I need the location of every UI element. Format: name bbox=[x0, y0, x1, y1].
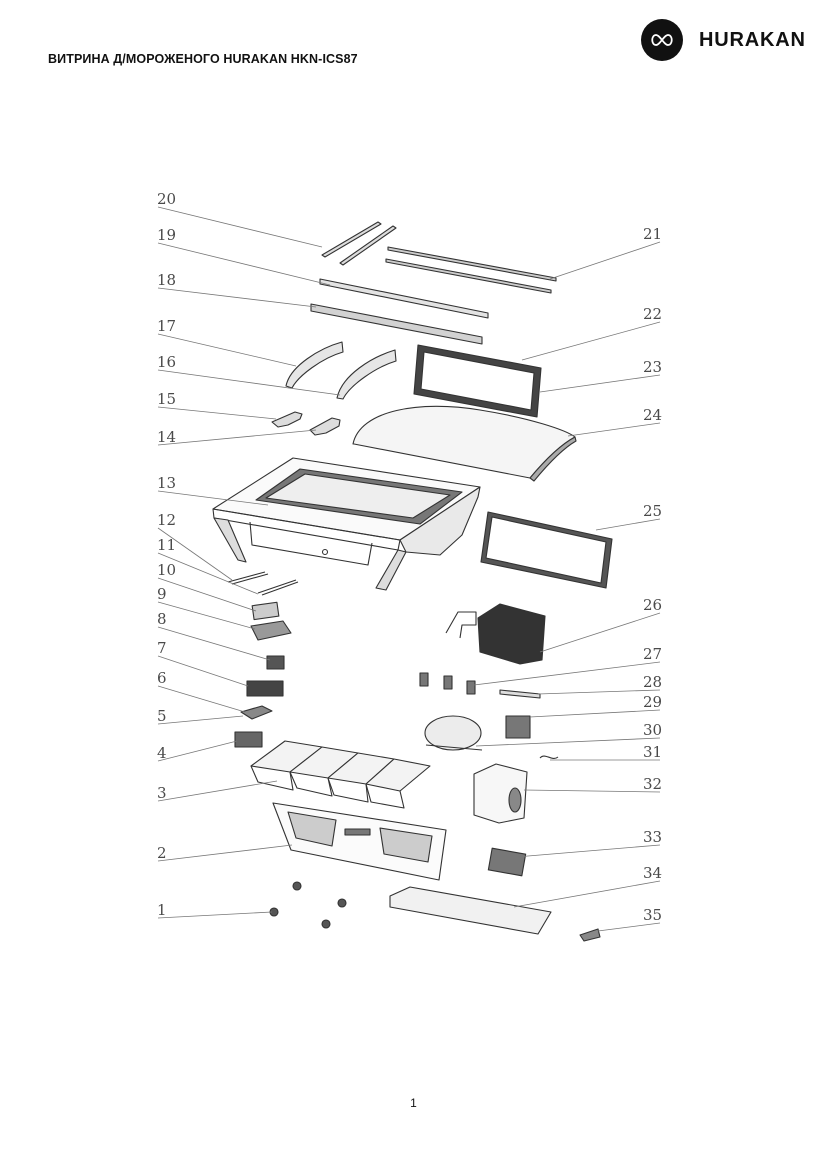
part-17-side-cap bbox=[285, 341, 344, 389]
callout-26: 26 bbox=[643, 596, 662, 614]
callout-2: 2 bbox=[157, 844, 167, 862]
part-16-side-cap bbox=[336, 349, 397, 400]
callout-33: 33 bbox=[643, 828, 662, 846]
part-31-wire bbox=[539, 755, 559, 759]
callout-25: 25 bbox=[643, 502, 662, 520]
callout-9: 9 bbox=[157, 585, 167, 603]
callout-5: 5 bbox=[157, 707, 167, 725]
brand-name: HURAKAN bbox=[699, 28, 806, 51]
part-32-enclosure bbox=[473, 763, 528, 824]
callout-15: 15 bbox=[157, 390, 176, 408]
callout-1: 1 bbox=[157, 901, 167, 919]
part-28-filter-drier bbox=[499, 689, 541, 699]
callout-30: 30 bbox=[643, 721, 662, 739]
callout-29: 29 bbox=[643, 693, 662, 711]
brand-logo: HURAKAN bbox=[641, 19, 806, 61]
part-25-back-panel bbox=[480, 511, 613, 589]
callout-23: 23 bbox=[643, 358, 662, 376]
part-26-condenser bbox=[445, 603, 546, 665]
hurakan-infinity-logo-icon bbox=[641, 19, 683, 61]
part-14-bracket bbox=[309, 417, 341, 436]
callout-35: 35 bbox=[643, 906, 662, 924]
part-34-bottom-plate bbox=[389, 886, 552, 935]
part-1-feet bbox=[269, 881, 347, 929]
callout-22: 22 bbox=[643, 305, 662, 323]
callout-labels: 20 19 18 17 16 15 14 13 12 11 10 9 8 7 6… bbox=[157, 190, 662, 924]
part-30-compressor bbox=[424, 715, 483, 751]
part-11-rod bbox=[257, 579, 299, 596]
callout-10: 10 bbox=[157, 561, 176, 579]
callout-18: 18 bbox=[157, 271, 176, 289]
callout-28: 28 bbox=[643, 673, 662, 691]
callout-31: 31 bbox=[643, 743, 662, 761]
callout-8: 8 bbox=[157, 610, 167, 628]
part-8-switch bbox=[266, 655, 285, 670]
callout-19: 19 bbox=[157, 226, 176, 244]
part-24-curved-glass bbox=[352, 405, 577, 482]
part-4-grille bbox=[234, 731, 263, 748]
callout-3: 3 bbox=[157, 784, 167, 802]
part-7-controller bbox=[246, 680, 284, 697]
callout-6: 6 bbox=[157, 669, 167, 687]
part-2-front-panel bbox=[272, 802, 447, 881]
callout-27: 27 bbox=[643, 645, 662, 663]
callout-20: 20 bbox=[157, 190, 176, 208]
callout-11: 11 bbox=[157, 536, 176, 554]
callout-13: 13 bbox=[157, 474, 176, 492]
document-title: ВИТРИНА Д/МОРОЖЕНОГО HURAKAN HKN-ICS87 bbox=[48, 52, 358, 66]
callout-21: 21 bbox=[643, 225, 662, 243]
part-13-cabinet bbox=[212, 457, 481, 591]
callout-32: 32 bbox=[643, 775, 662, 793]
part-18-profile bbox=[310, 303, 483, 345]
callout-34: 34 bbox=[643, 864, 662, 882]
part-15-bracket bbox=[271, 411, 303, 428]
part-22-glass-frame bbox=[413, 344, 542, 418]
part-9-lamp bbox=[250, 620, 292, 641]
part-20-top-rails bbox=[321, 221, 397, 266]
part-21-long-rails bbox=[385, 246, 557, 294]
part-12-rod bbox=[227, 571, 269, 585]
callout-16: 16 bbox=[157, 353, 176, 371]
callout-7: 7 bbox=[157, 639, 167, 657]
callout-12: 12 bbox=[157, 511, 176, 529]
part-29-fan bbox=[505, 715, 531, 739]
part-3-pans bbox=[250, 740, 431, 809]
leader-lines bbox=[157, 206, 661, 932]
callout-4: 4 bbox=[157, 744, 167, 762]
page-number: 1 bbox=[410, 1096, 417, 1110]
part-35-sensor bbox=[579, 928, 601, 942]
part-27-relays bbox=[419, 672, 476, 695]
part-6-fan-guard bbox=[240, 705, 273, 720]
part-10-box bbox=[251, 601, 280, 621]
part-33-board bbox=[487, 847, 527, 877]
callout-24: 24 bbox=[643, 406, 662, 424]
callout-17: 17 bbox=[157, 317, 176, 335]
callout-14: 14 bbox=[157, 428, 176, 446]
